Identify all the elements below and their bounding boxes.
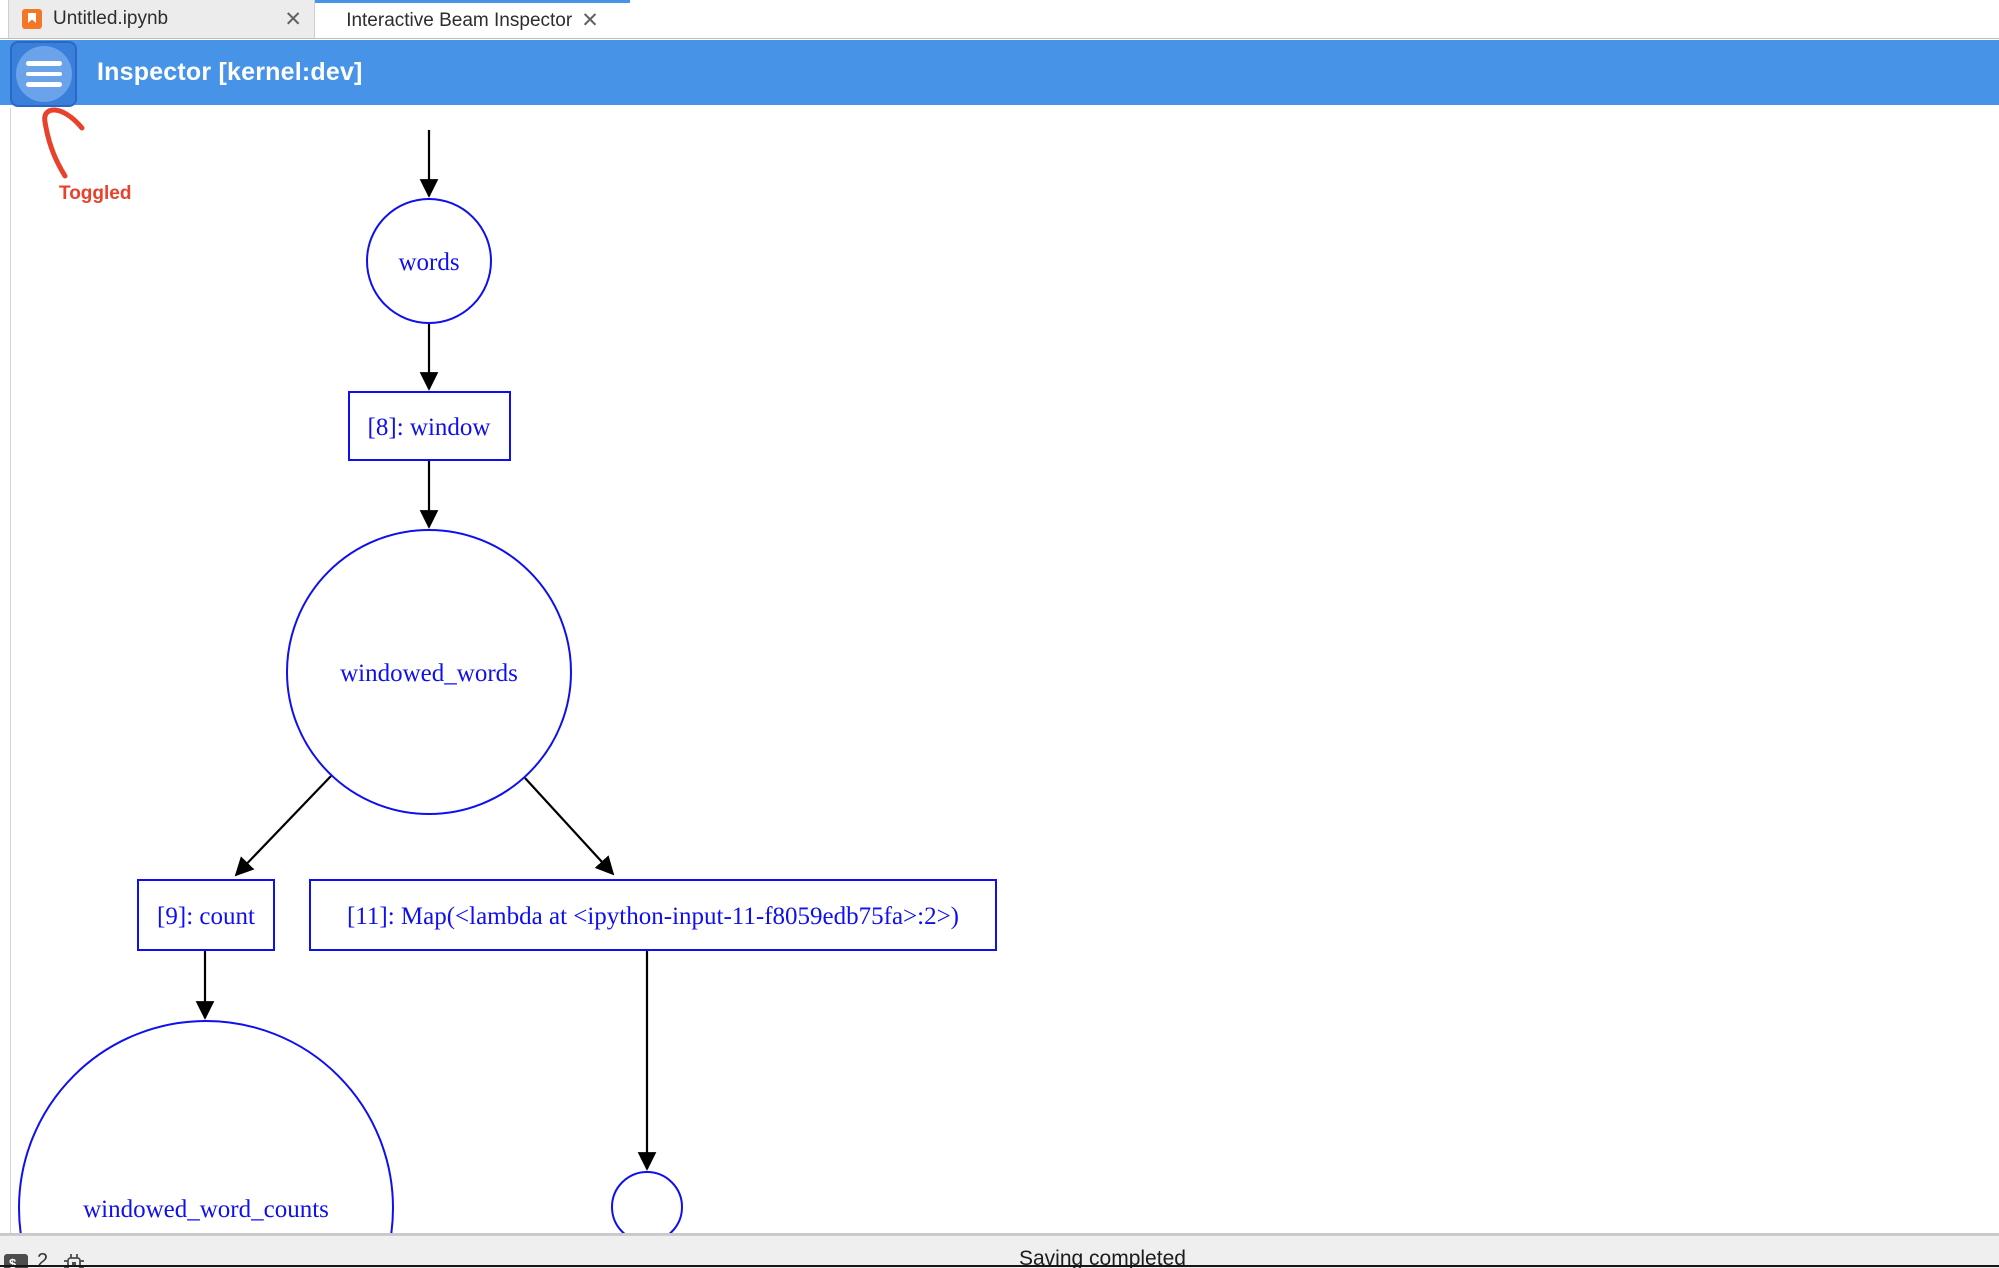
node-circle[interactable] xyxy=(18,1020,394,1233)
node-windowed-word-counts[interactable]: windowed_word_counts xyxy=(18,1020,394,1233)
node-box[interactable] xyxy=(309,879,997,951)
node-circle[interactable] xyxy=(611,1171,683,1233)
tab-untitled-notebook[interactable]: Untitled.ipynb ✕ xyxy=(8,0,315,38)
terminal-icon[interactable]: $ xyxy=(4,1254,28,1268)
window-bottom-edge xyxy=(0,1265,1999,1267)
node-label: [8]: window xyxy=(368,414,491,441)
annotation-label: Toggled xyxy=(59,183,132,204)
node-window[interactable]: [8]: window xyxy=(348,391,511,461)
node-unlabeled-output[interactable] xyxy=(611,1171,683,1233)
node-box[interactable] xyxy=(348,391,511,461)
node-map-lambda[interactable]: [11]: Map(<lambda at <ipython-input-11-f… xyxy=(309,879,997,951)
node-label: windowed_word_counts xyxy=(83,1196,329,1223)
node-label: [11]: Map(<lambda at <ipython-input-11-f… xyxy=(347,903,959,930)
graph-edges xyxy=(195,130,657,1171)
node-circle[interactable] xyxy=(366,198,492,324)
graph-canvas: words [8]: window windowed_words [9]: co… xyxy=(0,105,1999,1235)
close-icon[interactable]: ✕ xyxy=(581,9,599,32)
notebook-icon xyxy=(22,9,42,29)
tab-bar: Untitled.ipynb ✕ Interactive Beam Inspec… xyxy=(0,0,1999,39)
node-label: words xyxy=(398,249,459,276)
node-box[interactable] xyxy=(137,879,275,951)
tab-label: Interactive Beam Inspector xyxy=(346,9,573,31)
node-circle[interactable] xyxy=(286,529,572,815)
node-words[interactable]: words xyxy=(366,198,492,324)
status-message: Saving completed xyxy=(1019,1247,1186,1268)
content-left-border xyxy=(10,108,11,1233)
annotation-arrow xyxy=(42,107,85,179)
page-title: Inspector [kernel:dev] xyxy=(97,58,363,86)
node-label: windowed_words xyxy=(340,660,518,687)
graph-nodes: words [8]: window windowed_words [9]: co… xyxy=(18,198,997,1233)
node-windowed-words[interactable]: windowed_words xyxy=(286,529,572,815)
debugger-bug-icon[interactable] xyxy=(62,1252,86,1268)
close-icon[interactable]: ✕ xyxy=(284,7,302,31)
inspector-header: Inspector [kernel:dev] xyxy=(0,40,1999,107)
menu-toggle-button[interactable] xyxy=(10,41,77,107)
terminal-count: 2 xyxy=(37,1250,49,1268)
tab-interactive-beam-inspector[interactable]: Interactive Beam Inspector ✕ xyxy=(315,0,630,38)
node-count[interactable]: [9]: count xyxy=(137,879,275,951)
edge-windowedwords-map xyxy=(524,777,615,876)
tab-label: Untitled.ipynb xyxy=(53,8,169,29)
hamburger-icon xyxy=(15,46,72,102)
pipeline-graph: words [8]: window windowed_words [9]: co… xyxy=(18,107,997,1233)
node-label: [9]: count xyxy=(157,903,255,930)
edge-windowedwords-count xyxy=(234,775,332,877)
status-bar: $ 2 Saving completed xyxy=(0,1235,1999,1268)
